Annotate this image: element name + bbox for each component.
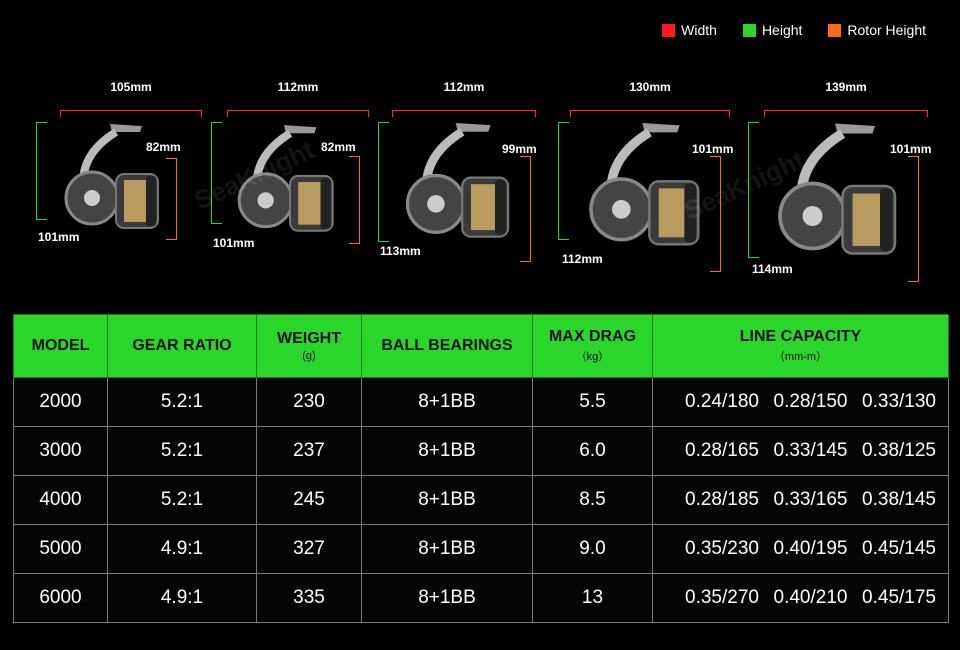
legend-width: Width — [662, 22, 717, 38]
cell-ball-bearings: 8+1BB — [361, 377, 533, 427]
cell-line-capacity: 0.35/270 0.40/210 0.45/175 — [652, 573, 949, 623]
rotor-bracket — [166, 158, 177, 240]
height-label: 101mm — [38, 230, 80, 244]
cell-model: 4000 — [13, 475, 108, 525]
cell-weight: 230 — [256, 377, 362, 427]
table-header-row: MODEL GEAR RATIO WEIGHT(g) BALL BEARINGS… — [13, 314, 949, 378]
table-row: 6000 4.9:1 335 8+1BB 13 0.35/270 0.40/21… — [13, 573, 949, 623]
legend-label: Height — [761, 22, 803, 38]
cell-line-capacity: 0.24/180 0.28/150 0.33/130 — [652, 377, 949, 427]
rotor-bracket — [520, 156, 531, 262]
cell-weight: 327 — [256, 524, 362, 574]
cell-max-drag: 5.5 — [532, 377, 653, 427]
width-dimension: 130mm — [570, 80, 730, 117]
cell-model: 6000 — [13, 573, 108, 623]
legend-label: Rotor Height — [847, 22, 926, 38]
width-label: 112mm — [443, 80, 485, 94]
height-swatch-icon — [742, 23, 756, 37]
width-label: 105mm — [110, 80, 152, 94]
header-line-capacity: LINE CAPACITY（mm-m） — [652, 314, 949, 378]
cell-line-capacity: 0.28/185 0.33/165 0.38/145 — [652, 475, 949, 525]
header-unit: (g) — [302, 350, 316, 362]
header-gear-ratio: GEAR RATIO — [107, 314, 257, 378]
height-label: 112mm — [562, 252, 603, 266]
height-bracket — [211, 122, 222, 224]
reel-image-icon — [778, 123, 897, 255]
cell-gear-ratio: 4.9:1 — [107, 573, 257, 623]
header-unit: （kg） — [575, 351, 610, 363]
cell-weight: 335 — [256, 573, 362, 623]
cell-max-drag: 6.0 — [532, 426, 653, 476]
header-model: MODEL — [13, 314, 108, 378]
height-bracket — [748, 122, 759, 258]
width-label: 112mm — [277, 80, 319, 94]
width-dimension: 112mm — [227, 80, 369, 117]
header-weight: WEIGHT(g) — [256, 314, 362, 378]
table-row: 2000 5.2:1 230 8+1BB 5.5 0.24/180 0.28/1… — [13, 377, 949, 427]
reel-3000: 112mm 82mm 101mm — [205, 80, 375, 290]
rotor-label: 101mm — [890, 142, 932, 156]
reel-6000: 139mm 101mm 114mm — [742, 80, 942, 290]
height-bracket — [36, 122, 47, 220]
header-max-drag: MAX DRAG（kg） — [532, 314, 653, 378]
cell-weight: 245 — [256, 475, 362, 525]
reel-image-icon — [64, 124, 159, 229]
width-dimension: 105mm — [60, 80, 202, 117]
height-bracket — [558, 122, 569, 240]
reel-image-icon — [237, 125, 334, 232]
width-dimension: 112mm — [392, 80, 536, 117]
height-label: 114mm — [752, 262, 793, 276]
cell-model: 2000 — [13, 377, 108, 427]
cell-model: 3000 — [13, 426, 108, 476]
cell-gear-ratio: 4.9:1 — [107, 524, 257, 574]
rotor-bracket — [908, 156, 919, 282]
cell-gear-ratio: 5.2:1 — [107, 475, 257, 525]
height-label: 101mm — [213, 236, 255, 250]
cell-line-capacity: 0.35/230 0.40/195 0.45/145 — [652, 524, 949, 574]
reel-image-icon — [589, 123, 700, 246]
legend-label: Width — [681, 22, 717, 38]
reel-4000: 112mm 99mm 113mm — [372, 80, 550, 290]
cell-gear-ratio: 5.2:1 — [107, 426, 257, 476]
cell-line-capacity: 0.28/165 0.33/145 0.38/125 — [652, 426, 949, 476]
table-row: 5000 4.9:1 327 8+1BB 9.0 0.35/230 0.40/1… — [13, 524, 949, 574]
cell-model: 5000 — [13, 524, 108, 574]
cell-max-drag: 8.5 — [532, 475, 653, 525]
width-label: 130mm — [629, 80, 671, 94]
rotor-bracket — [349, 156, 360, 244]
rotor-swatch-icon — [828, 23, 842, 37]
header-unit: （mm-m） — [773, 351, 828, 363]
rotor-label: 101mm — [692, 142, 734, 156]
reel-image-icon — [405, 122, 510, 238]
rotor-bracket — [710, 156, 721, 272]
width-swatch-icon — [662, 23, 676, 37]
reel-2000: 105mm 82mm 101mm — [30, 80, 202, 290]
height-label: 113mm — [380, 244, 421, 258]
legend: Width Height Rotor Height — [662, 22, 926, 38]
cell-weight: 237 — [256, 426, 362, 476]
table-row: 3000 5.2:1 237 8+1BB 6.0 0.28/165 0.33/1… — [13, 426, 949, 476]
cell-gear-ratio: 5.2:1 — [107, 377, 257, 427]
width-label: 139mm — [825, 80, 867, 94]
rotor-label: 82mm — [321, 140, 356, 154]
legend-height: Height — [742, 22, 803, 38]
cell-max-drag: 9.0 — [532, 524, 653, 574]
cell-ball-bearings: 8+1BB — [361, 426, 533, 476]
cell-ball-bearings: 8+1BB — [361, 524, 533, 574]
legend-rotor-height: Rotor Height — [828, 22, 926, 38]
cell-ball-bearings: 8+1BB — [361, 573, 533, 623]
rotor-label: 82mm — [146, 140, 181, 154]
cell-max-drag: 13 — [532, 573, 653, 623]
height-bracket — [378, 122, 389, 242]
reel-5000: 130mm 101mm 112mm — [552, 80, 742, 290]
table-row: 4000 5.2:1 245 8+1BB 8.5 0.28/185 0.33/1… — [13, 475, 949, 525]
rotor-label: 99mm — [502, 142, 537, 156]
cell-ball-bearings: 8+1BB — [361, 475, 533, 525]
width-dimension: 139mm — [764, 80, 928, 117]
header-ball-bearings: BALL BEARINGS — [361, 314, 533, 378]
spec-table: MODEL GEAR RATIO WEIGHT(g) BALL BEARINGS… — [13, 314, 949, 623]
